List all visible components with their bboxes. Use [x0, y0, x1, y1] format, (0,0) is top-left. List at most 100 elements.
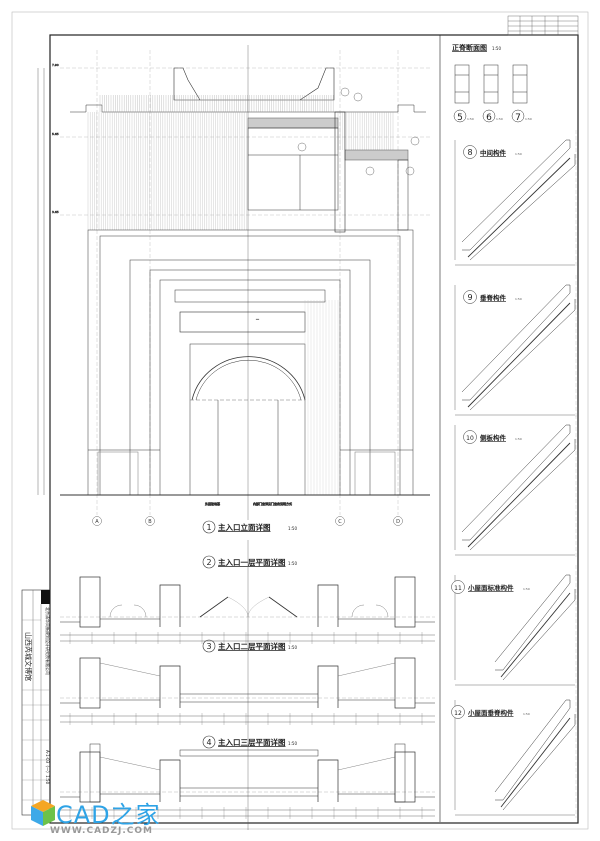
component-outline	[461, 139, 571, 251]
grid-bubble	[145, 516, 155, 526]
outer-border	[11, 11, 589, 830]
component-number: 8	[467, 148, 472, 157]
view-scale: 1:50	[288, 561, 297, 566]
component-centerline	[467, 157, 571, 258]
view-title: 主入口二层平面详图	[218, 641, 286, 651]
component-number-circle	[451, 580, 465, 594]
component-title: 小屋面标准构件	[467, 583, 514, 592]
grid-label: D	[396, 519, 400, 525]
leader-line	[99, 756, 396, 771]
beam	[179, 749, 319, 757]
component-number: 10	[466, 435, 474, 442]
view-number: 1	[206, 523, 211, 532]
component-title: 垂脊构件	[480, 293, 507, 302]
door-swing	[227, 596, 270, 618]
revision-table	[507, 15, 579, 36]
component-number-circle	[463, 290, 477, 304]
view-scale: 1:50	[288, 645, 297, 650]
component-outline	[469, 154, 576, 261]
section-scale: 1:50	[496, 117, 503, 121]
section-number: 5	[457, 113, 463, 123]
leader-line	[99, 662, 396, 677]
watermark-url: WWW.CADZJ.COM	[50, 826, 154, 836]
section-number: 7	[515, 113, 521, 123]
wall-column	[79, 576, 101, 628]
component-scale: 1:50	[523, 712, 530, 716]
component-number: 9	[467, 293, 472, 302]
ridge-section	[483, 64, 499, 104]
elevation-note: 外层玻璃幕	[205, 501, 220, 506]
level-label: 5.65	[52, 132, 59, 136]
ridge-section	[512, 64, 528, 104]
level-label: 7.90	[52, 63, 59, 67]
component-scale: 1:50	[523, 587, 530, 591]
cube-logo-icon	[31, 799, 55, 826]
component-number: 11	[454, 585, 462, 592]
section-scale: 1:50	[467, 117, 474, 121]
component-scale: 1:50	[515, 152, 522, 156]
watermark-brand: CAD之家	[56, 801, 161, 829]
drawing-number: A-1-03（一）1:50	[45, 750, 50, 785]
elevation-note: 内部门窗详见门窗表说明方式	[253, 501, 292, 506]
view-title: 主入口立面详图	[218, 522, 271, 532]
wall-column	[394, 576, 416, 628]
section-title: 正脊断面图	[452, 43, 487, 52]
view-number: 4	[206, 738, 211, 747]
section-number-circle	[482, 109, 496, 123]
column	[394, 743, 406, 803]
component-outline	[502, 714, 576, 811]
component-number: 12	[454, 710, 462, 717]
view-number: 3	[206, 642, 211, 651]
level-label: 3.65	[52, 210, 59, 214]
grid-label: B	[148, 519, 152, 525]
wall	[317, 584, 339, 627]
component-outline	[494, 574, 571, 671]
section-number-circle	[453, 109, 467, 123]
wall	[159, 584, 181, 627]
component-title: 小屋面垂脊构件	[467, 708, 514, 717]
view-number: 2	[206, 558, 211, 567]
grid-label: C	[338, 519, 342, 525]
component-number-circle	[463, 145, 477, 159]
column	[89, 743, 101, 803]
section-scale: 1:50	[492, 46, 501, 51]
view-number-circle	[202, 735, 216, 749]
section-number-circle	[511, 109, 525, 123]
component-outline	[494, 699, 571, 801]
component-centerline	[500, 717, 571, 808]
panel-note: —	[256, 317, 259, 321]
component-number-circle	[451, 705, 465, 719]
grid-bubble	[335, 516, 345, 526]
section-number: 6	[486, 113, 492, 123]
view-scale: 1:50	[288, 526, 297, 531]
component-outline	[461, 424, 571, 541]
component-outline	[502, 589, 576, 681]
wall	[159, 759, 181, 802]
wall-column	[79, 657, 101, 709]
wall	[159, 665, 181, 708]
component-scale: 1:50	[515, 297, 522, 301]
component-outline	[469, 299, 576, 411]
view-number-circle	[202, 520, 216, 534]
component-title: 侧板构件	[480, 433, 507, 442]
ridge-section	[454, 64, 470, 104]
wall	[317, 759, 339, 802]
component-outline	[469, 439, 576, 551]
wall-column	[394, 657, 416, 709]
component-number-circle	[463, 430, 477, 444]
view-scale: 1:50	[288, 741, 297, 746]
grid-bubble	[92, 516, 102, 526]
entrance-elevation: 7.90 5.65 3.65 — 外层	[37, 45, 430, 526]
grid-label: A	[95, 519, 99, 525]
drawing-frame	[49, 34, 579, 824]
component-centerline	[500, 592, 571, 678]
section-scale: 1:50	[525, 117, 532, 121]
title-block: 北京清华同衡规划设计研究院有限公司 山西芮城文博馆 A-1-03（一）1:50	[21, 589, 51, 816]
door-leaf	[199, 596, 298, 618]
wall	[317, 665, 339, 708]
view-number-circle	[202, 639, 216, 653]
door-swing	[109, 604, 389, 618]
component-centerline	[467, 302, 571, 408]
project-name: 山西芮城文博馆	[24, 632, 33, 681]
